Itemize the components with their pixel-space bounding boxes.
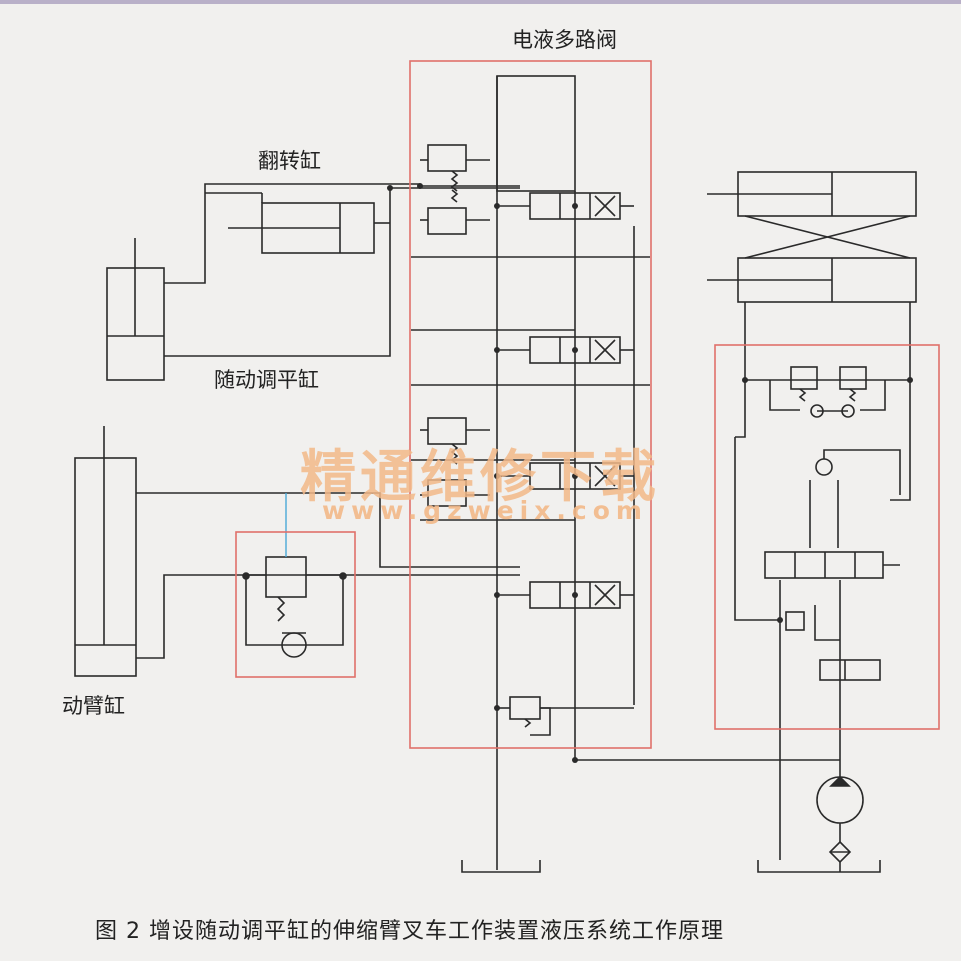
balance-valve-box (235, 531, 356, 678)
control-circuit-box (714, 344, 940, 730)
highlight-boxes (235, 60, 940, 749)
leveling-pipes (164, 183, 520, 357)
watermark-title: 精通维修下载 (300, 445, 660, 510)
leveling-cylinder-symbol (106, 238, 165, 381)
label-boom-cylinder: 动臂缸 (62, 694, 125, 718)
spool-4 (500, 581, 634, 609)
label-leveling-cylinder: 随动调平缸 (214, 368, 319, 392)
spool-2 (500, 336, 634, 364)
junction-dots (387, 183, 913, 763)
balance-valve-symbol (242, 556, 347, 658)
spool-1 (500, 192, 634, 220)
label-tilt-cylinder: 翻转缸 (258, 149, 321, 173)
valve-block-box (409, 60, 652, 749)
spool-3 (500, 462, 634, 490)
boom-cylinder-symbol (74, 426, 137, 677)
top-border (0, 0, 961, 4)
watermark-url: www.gzweix.com (322, 496, 648, 525)
label-valve-block: 电液多路阀 (512, 28, 617, 52)
tilt-cylinder-symbol (228, 193, 375, 254)
right-circuit (734, 302, 911, 873)
figure-caption: 图 2 增设随动调平缸的伸缩臂叉车工作装置液压系统工作原理 (95, 919, 724, 944)
upper-actuator (707, 171, 917, 303)
